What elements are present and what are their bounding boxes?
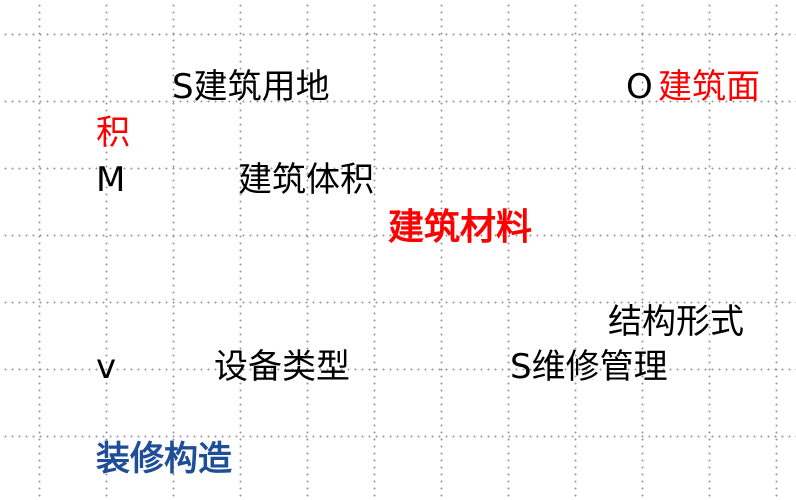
label-m-marker: M: [96, 160, 126, 200]
label-s-building-land: S建筑用地: [172, 67, 330, 107]
label-decoration-construction: 装修构造: [96, 439, 232, 479]
label-building-volume: 建筑体积: [238, 160, 374, 200]
label-equipment-type: 设备类型: [214, 347, 350, 387]
label-structure-form: 结构形式: [608, 302, 744, 342]
label-building-materials: 建筑材料: [388, 207, 533, 248]
label-o-marker: O: [626, 67, 653, 107]
label-building-area-continued: 积: [96, 113, 130, 153]
label-s-maintenance-management: S维修管理: [510, 347, 668, 387]
label-building-area: 建筑面: [658, 67, 760, 107]
label-v-marker: v: [96, 347, 117, 387]
